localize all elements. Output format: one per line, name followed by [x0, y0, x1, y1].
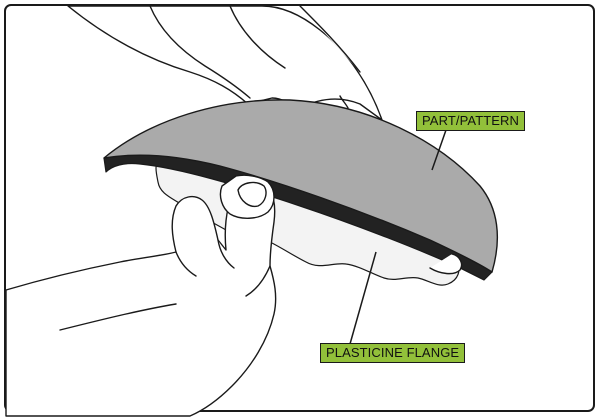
- part-pattern-label: PART/PATTERN: [416, 111, 525, 131]
- plasticine-flange-label: PLASTICINE FLANGE: [320, 343, 465, 363]
